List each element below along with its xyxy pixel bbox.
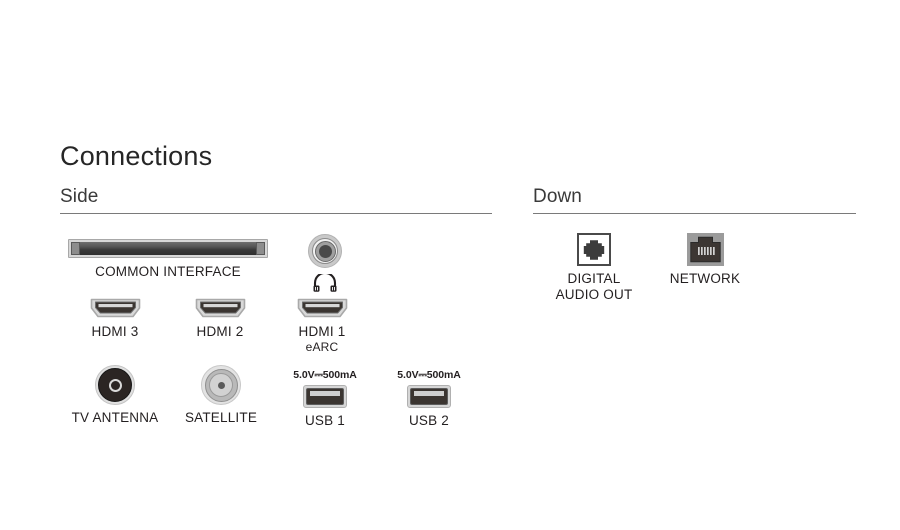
usb-1-port-wrap — [281, 385, 369, 408]
port-sublabel: AUDIO OUT — [555, 287, 633, 302]
section-side: Side — [60, 186, 492, 214]
page-title: Connections — [60, 141, 213, 171]
headphones-icon — [304, 271, 346, 297]
port-usb-2[interactable]: 5.0V⎓500mA USB 2 — [385, 369, 473, 429]
port-label: HDMI 3 — [91, 324, 139, 339]
common-interface-port-wrap — [68, 239, 268, 258]
satellite-port-wrap — [201, 365, 241, 405]
usb-1-power-rating: 5.0V⎓500mA — [293, 369, 357, 381]
coax-antenna-icon — [95, 365, 135, 405]
port-sublabel: eARC — [305, 340, 339, 354]
port-usb-1[interactable]: 5.0V⎓500mA USB 1 — [281, 369, 369, 429]
hdmi-port-icon — [296, 297, 349, 319]
section-title-side: Side — [60, 186, 99, 207]
tv-antenna-port-wrap — [95, 365, 135, 405]
port-hdmi-1[interactable]: HDMI 1 eARC — [295, 297, 349, 355]
port-label: DIGITAL — [567, 271, 621, 286]
usb-port-icon — [303, 385, 347, 408]
network-port-wrap — [668, 233, 742, 266]
usb-2-port-wrap — [385, 385, 473, 408]
port-label: USB 2 — [408, 413, 450, 428]
network-label: NETWORK — [669, 271, 741, 286]
port-satellite[interactable]: SATELLITE — [185, 365, 257, 426]
port-hdmi-3[interactable]: HDMI 3 — [88, 297, 142, 340]
port-label: USB 1 — [304, 413, 346, 428]
port-common-interface[interactable]: COMMON INTERFACE — [68, 239, 268, 280]
port-label: TV ANTENNA — [71, 410, 159, 425]
rj45-network-icon — [686, 233, 724, 266]
port-label: COMMON INTERFACE — [95, 264, 241, 279]
hdmi-1-port-wrap — [295, 297, 349, 319]
coax-satellite-icon — [201, 365, 241, 405]
port-headphone[interactable] — [304, 234, 346, 297]
section-title-down: Down — [533, 186, 582, 207]
headphone-port-wrap — [304, 234, 346, 268]
hdmi-port-icon — [194, 297, 247, 319]
section-down: Down — [533, 186, 856, 214]
port-label: SATELLITE — [184, 410, 258, 425]
ci-slot-icon — [68, 239, 268, 258]
port-hdmi-2[interactable]: HDMI 2 — [193, 297, 247, 340]
port-network[interactable]: DIGITAL NETWORK — [668, 233, 742, 287]
hdmi-2-port-wrap — [193, 297, 247, 319]
section-divider-side — [60, 213, 492, 214]
hdmi-3-port-wrap — [88, 297, 142, 319]
usb-port-icon — [407, 385, 451, 408]
port-tv-antenna[interactable]: TV ANTENNA — [72, 365, 158, 426]
optical-audio-icon — [577, 233, 611, 266]
port-digital-audio-out[interactable]: DIGITAL AUDIO OUT — [551, 233, 637, 303]
section-divider-down — [533, 213, 856, 214]
port-label: HDMI 1 — [298, 324, 346, 339]
digital-audio-out-port-wrap — [551, 233, 637, 266]
headphone-jack-icon — [308, 234, 342, 268]
port-label: HDMI 2 — [196, 324, 244, 339]
hdmi-port-icon — [89, 297, 142, 319]
usb-2-power-rating: 5.0V⎓500mA — [397, 369, 461, 381]
